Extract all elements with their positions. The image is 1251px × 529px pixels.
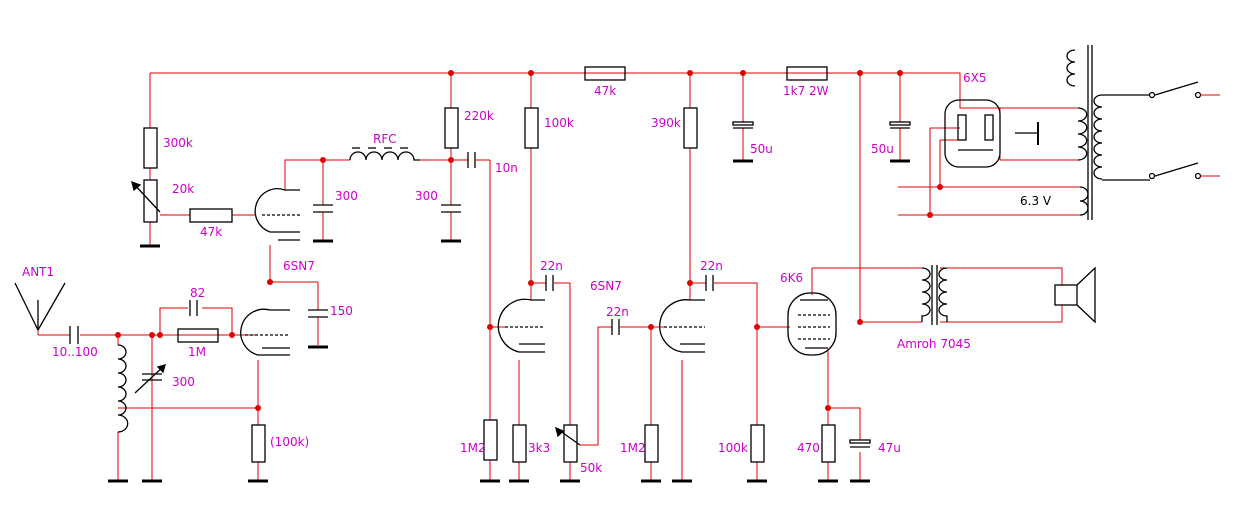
label-c22n-c: 22n <box>700 259 723 273</box>
varcap-300 <box>134 364 166 394</box>
label-r1k7: 1k7 2W <box>783 84 829 98</box>
triode-2b <box>659 299 705 353</box>
label-r1m: 1M <box>188 345 206 359</box>
label-c47u: 47u <box>878 441 901 455</box>
cap-10n <box>467 152 476 168</box>
cap-150 <box>308 309 328 345</box>
wires <box>37 72 1080 480</box>
resistor-220k <box>444 107 459 149</box>
cap-10-100 <box>69 326 79 344</box>
label-r100k-b: 100k <box>544 116 574 130</box>
label-heater: 6.3 V <box>1020 194 1052 208</box>
components <box>14 45 1220 463</box>
resistor-100k-c <box>750 424 765 463</box>
resistor-300k <box>143 127 158 169</box>
rfc-inductor <box>349 147 420 161</box>
label-r100k-c: 100k <box>718 441 748 455</box>
label-c300-a: 300 <box>335 189 358 203</box>
cap-82 <box>189 300 198 316</box>
label-r100k-paren: (100k) <box>270 435 309 449</box>
resistor-1m2-b <box>644 424 659 463</box>
cap-300-a <box>313 204 333 240</box>
cap-50u-a <box>732 121 754 129</box>
pot-20k-arrowhead <box>131 180 142 192</box>
label-rfc: RFC <box>373 132 397 146</box>
label-r20k: 20k <box>172 182 194 196</box>
label-tube2: 6SN7 <box>590 279 622 293</box>
cap-50u-b <box>889 121 911 129</box>
resistor-1k7 <box>786 66 828 81</box>
resistor-100k-b <box>524 107 539 149</box>
label-varcap: 300 <box>172 375 195 389</box>
cap-22n-c <box>705 275 714 291</box>
triode-1b <box>240 308 290 356</box>
cap-300-b <box>441 204 461 240</box>
labels: ANT1 10..100 82 1M 300 (100k) 150 6SN7 3… <box>22 71 1052 475</box>
label-r47k-a: 47k <box>200 225 222 239</box>
resistor-1m <box>177 328 219 343</box>
resistor-3k3 <box>512 424 527 463</box>
pot-50k-arrowhead <box>555 426 565 438</box>
power-transformer <box>1066 45 1220 220</box>
resistor-47k-b <box>584 66 626 81</box>
label-tube3: 6K6 <box>780 271 803 285</box>
label-ant: ANT1 <box>22 265 54 279</box>
pot-50k <box>563 424 578 463</box>
cap-22n-b <box>611 319 620 335</box>
label-transformer: Amroh 7045 <box>897 337 971 351</box>
resistor-47k-a <box>189 208 233 223</box>
label-c-in: 10..100 <box>52 345 98 359</box>
label-c22n-a: 22n <box>540 259 563 273</box>
label-r220k: 220k <box>464 109 494 123</box>
resistor-390k <box>683 107 698 149</box>
label-tube1: 6SN7 <box>283 259 315 273</box>
label-c82: 82 <box>190 286 205 300</box>
label-r1m2-a: 1M2 <box>460 441 486 455</box>
label-r50k: 50k <box>580 461 602 475</box>
pot-20k <box>143 179 158 223</box>
label-r470: 470 <box>797 441 820 455</box>
label-r390k: 390k <box>651 116 681 130</box>
triode-1a <box>254 188 300 241</box>
antenna-icon <box>14 282 66 331</box>
label-c10n: 10n <box>495 161 518 175</box>
label-c150: 150 <box>330 304 353 318</box>
label-c300-b: 300 <box>415 189 438 203</box>
label-rect: 6X5 <box>963 71 987 85</box>
label-c50u-a: 50u <box>750 142 773 156</box>
pentode-6k6 <box>787 292 837 356</box>
label-c22n-b: 22n <box>606 305 629 319</box>
resistor-470 <box>821 424 836 463</box>
cap-47u <box>849 439 871 448</box>
resistor-1m2-a <box>483 419 498 461</box>
output-transformer <box>921 265 948 325</box>
label-c50u-b: 50u <box>871 142 894 156</box>
label-r3k3: 3k3 <box>528 441 550 455</box>
rectifier-6x5 <box>944 99 1001 168</box>
triode-2a <box>497 298 545 353</box>
resistor-100k-paren <box>251 424 266 463</box>
junctions <box>115 70 943 411</box>
cap-22n-a <box>545 275 554 291</box>
label-r1m2-b: 1M2 <box>620 441 646 455</box>
grounds <box>108 159 910 483</box>
label-r47k-b: 47k <box>594 84 616 98</box>
speaker-icon <box>1054 266 1096 324</box>
antenna-coil <box>117 344 129 433</box>
label-r300k: 300k <box>163 136 193 150</box>
